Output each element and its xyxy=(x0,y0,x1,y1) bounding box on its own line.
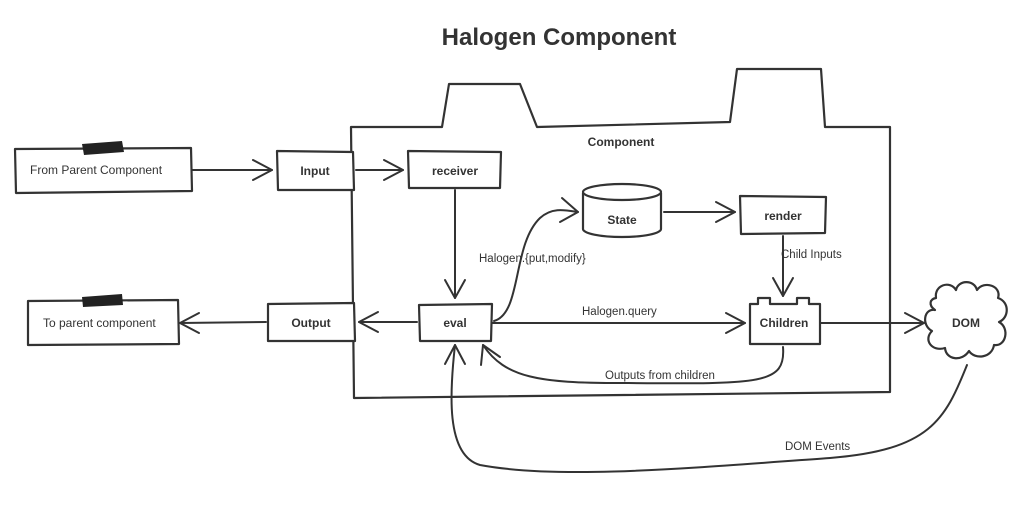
node-receiver-label: receiver xyxy=(432,164,478,178)
edge-label-query: Halogen.query xyxy=(582,306,657,318)
edge-output-to-parent xyxy=(179,321,267,324)
node-to-parent: To parent component xyxy=(26,294,181,347)
node-eval: eval xyxy=(417,302,494,343)
node-render: render xyxy=(738,194,828,236)
edge-dom-to-eval xyxy=(450,344,968,474)
node-output: Output xyxy=(266,301,357,343)
node-eval-label: eval xyxy=(443,316,466,330)
edge-label-put-modify: Halogen.{put,modify} xyxy=(479,253,586,265)
node-dom: DOM xyxy=(924,281,1008,360)
node-dom-label: DOM xyxy=(952,316,980,330)
node-state-label: State xyxy=(607,213,637,227)
tape-icon xyxy=(82,294,123,307)
node-receiver: receiver xyxy=(406,149,503,190)
edge-label-child-inputs: Child Inputs xyxy=(781,249,842,261)
edge-children-to-eval xyxy=(482,344,785,385)
node-children: Children xyxy=(748,296,822,346)
diagram-title: Halogen Component xyxy=(442,24,677,51)
node-children-label: Children xyxy=(760,316,809,330)
node-from-parent-label: From Parent Component xyxy=(30,163,163,177)
node-from-parent: From Parent Component xyxy=(13,141,194,195)
node-to-parent-label: To parent component xyxy=(43,316,156,330)
edge-label-dom-events: DOM Events xyxy=(785,441,850,453)
node-input: Input xyxy=(275,149,356,192)
node-input-label: Input xyxy=(300,164,329,178)
edges xyxy=(179,159,968,474)
tape-icon xyxy=(82,141,124,155)
node-state: State xyxy=(581,182,663,239)
node-render-label: render xyxy=(764,209,802,223)
component-label: Component xyxy=(588,135,655,149)
edge-label-outputs-from-children: Outputs from children xyxy=(605,370,715,382)
node-output-label: Output xyxy=(291,316,330,330)
edge-eval-to-state xyxy=(493,209,579,322)
